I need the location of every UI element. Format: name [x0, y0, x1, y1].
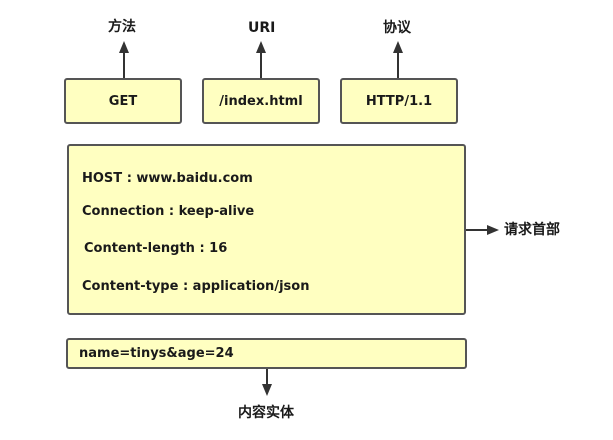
protocol-value: HTTP/1.1	[365, 93, 433, 109]
method-box: GET	[64, 78, 182, 124]
body-value: name=tinys&age=24	[79, 346, 234, 361]
headers-arrow	[466, 225, 499, 235]
protocol-arrow	[393, 41, 403, 78]
method-value: GET	[108, 93, 138, 109]
protocol-label: 协议	[383, 20, 411, 36]
header-content-type: Content-type : application/json	[82, 279, 310, 294]
uri-label: URI	[248, 20, 276, 36]
protocol-box: HTTP/1.1	[340, 78, 458, 124]
headers-box: HOST : www.baidu.com Connection : keep-a…	[67, 144, 466, 315]
uri-box: /index.html	[202, 78, 320, 124]
method-arrow	[119, 41, 129, 78]
uri-arrow	[256, 41, 266, 78]
header-content-length: Content-length : 16	[84, 241, 228, 256]
headers-label: 请求首部	[504, 222, 560, 238]
body-label: 内容实体	[238, 405, 294, 421]
uri-value: /index.html	[219, 93, 303, 109]
body-box: name=tinys&age=24	[66, 338, 467, 369]
method-label: 方法	[108, 19, 136, 35]
header-host: HOST : www.baidu.com	[82, 171, 253, 186]
body-arrow	[262, 368, 272, 396]
header-connection: Connection : keep-alive	[82, 204, 255, 219]
